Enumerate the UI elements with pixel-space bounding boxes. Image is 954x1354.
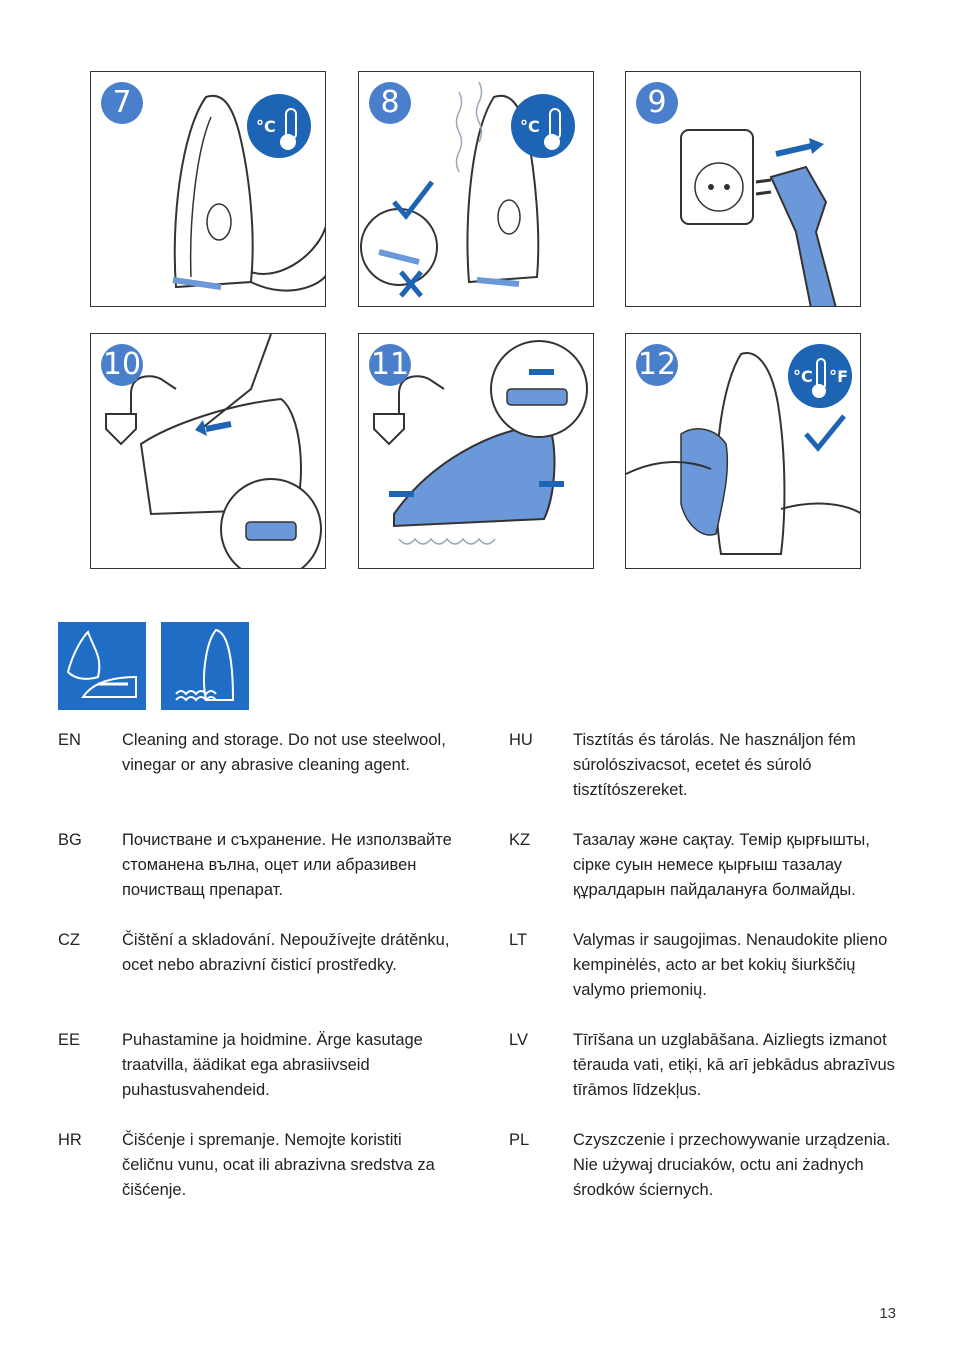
step-number: 8 bbox=[369, 82, 411, 124]
thermometer-bulb bbox=[280, 134, 296, 150]
step-10-panel: 10 bbox=[90, 333, 326, 569]
lang-text: Puhastamine ja hoidmine. Ärge kasutage t… bbox=[122, 1031, 423, 1099]
step-number: 9 bbox=[636, 82, 678, 124]
lang-code: LT bbox=[509, 931, 528, 949]
lang-code: BG bbox=[58, 831, 82, 849]
lang-text: Tisztítás és tárolás. Ne használjon fém … bbox=[573, 731, 856, 799]
fahrenheit-label: °F bbox=[829, 367, 848, 386]
celsius-label: °C bbox=[520, 117, 540, 136]
lang-code: EN bbox=[58, 731, 81, 749]
page-number: 13 bbox=[879, 1305, 896, 1322]
step-number: 7 bbox=[101, 82, 143, 124]
thermometer-bulb bbox=[544, 134, 560, 150]
lang-text: Čišćenje i spremanje. Nemojte koristiti … bbox=[122, 1131, 435, 1199]
cleaning-cloth-iron-icon bbox=[58, 622, 146, 710]
lang-code: PL bbox=[509, 1131, 530, 1149]
lang-text: Čištění a skladování. Nepoužívejte drátě… bbox=[122, 931, 450, 974]
celsius-label: °C bbox=[256, 117, 276, 136]
self-clean-illustration bbox=[373, 340, 588, 545]
step-9-panel: 9 bbox=[625, 71, 861, 307]
thermometer-bulb bbox=[812, 384, 826, 398]
unplug-illustration bbox=[680, 129, 837, 306]
iron-cooling-illustration bbox=[172, 94, 325, 292]
lang-code: LV bbox=[509, 1031, 528, 1049]
fill-water-illustration bbox=[105, 334, 322, 568]
step-11-panel: 11 bbox=[358, 333, 594, 569]
lang-text: Valymas ir saugojimas. Nenaudokite plien… bbox=[573, 931, 888, 999]
lang-code: EE bbox=[58, 1031, 81, 1049]
step-number: 12 bbox=[636, 344, 678, 386]
step-number: 11 bbox=[369, 344, 411, 386]
temperature-badge: °C bbox=[247, 94, 311, 158]
step-number: 10 bbox=[101, 344, 143, 386]
lang-code: CZ bbox=[58, 931, 80, 949]
lang-text: Тазалау және сақтау. Темір қырғышты, сір… bbox=[573, 831, 870, 899]
step-12-panel: 12 °C °F bbox=[625, 333, 861, 569]
lang-code: HU bbox=[509, 731, 533, 749]
wipe-soleplate-illustration bbox=[626, 352, 860, 555]
lang-code: HR bbox=[58, 1131, 82, 1149]
temperature-badge: °C °F bbox=[788, 344, 852, 408]
lang-text: Czyszczenie i przechowywanie urządzenia.… bbox=[573, 1131, 891, 1199]
lang-text: Tīrīšana un uzglabāšana. Aizliegts izman… bbox=[573, 1031, 895, 1099]
celsius-label: °C bbox=[793, 367, 813, 386]
temperature-badge: °C bbox=[511, 94, 575, 158]
storage-iron-cord-icon bbox=[161, 622, 249, 710]
lang-code: KZ bbox=[509, 831, 531, 849]
step-7-panel: 7 °C bbox=[90, 71, 326, 307]
lang-text: Cleaning and storage. Do not use steelwo… bbox=[122, 731, 446, 774]
step-8-panel: 8 °C bbox=[358, 71, 594, 307]
lang-text: Почистване и съхранение. Не използвайте … bbox=[122, 831, 452, 899]
